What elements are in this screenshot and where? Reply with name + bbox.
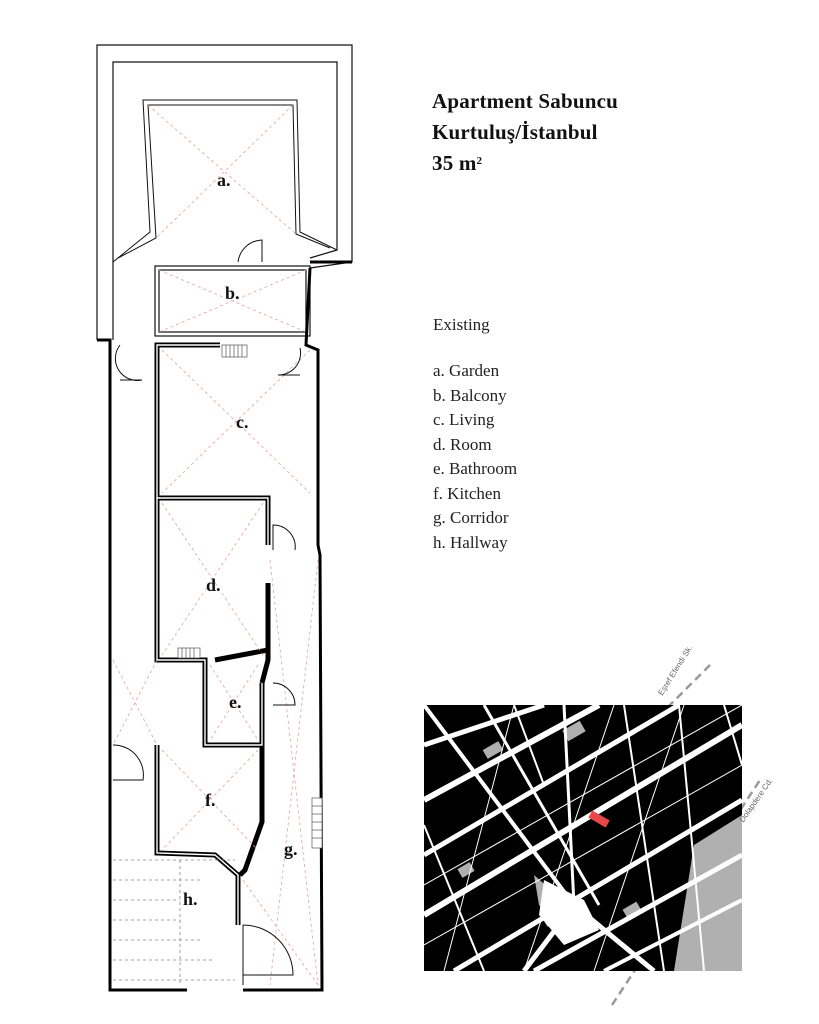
project-area: 35 m2 (432, 148, 618, 179)
legend-heading: Existing (433, 315, 490, 334)
room-label-d: d. (206, 575, 221, 595)
legend-item: a. Garden (433, 361, 500, 380)
balcony-diagonals (158, 269, 307, 333)
door-swings (112, 239, 302, 985)
room-label-e: e. (229, 692, 242, 712)
legend-item: c. Living (433, 410, 495, 429)
room-label-a: a. (217, 170, 231, 190)
legend-item: e. Bathroom (433, 459, 518, 478)
title-block: Apartment Sabuncu Kurtuluş/İstanbul 35 m… (432, 86, 618, 179)
balcony-area (154, 265, 311, 337)
room-legend: Existing a. Garden b. Balcony c. Living … (433, 315, 517, 555)
interior-walls-inner (156, 344, 269, 925)
exterior-walls (97, 260, 352, 992)
project-title: Apartment Sabuncu (432, 89, 619, 113)
site-map-graphic (424, 705, 742, 971)
site-location-marker (588, 810, 610, 828)
room-label-h: h. (183, 889, 198, 909)
area-superscript: 2 (476, 155, 483, 167)
garden-area (96, 44, 353, 340)
radiators (177, 344, 323, 849)
garden-diagonals (147, 104, 297, 239)
stair-lines (113, 859, 235, 985)
map-streets (424, 705, 742, 971)
map-thin-streets (424, 705, 742, 971)
area-value: 35 m (432, 151, 477, 175)
room-label-b: b. (225, 283, 240, 303)
legend-item: d. Room (433, 434, 492, 454)
room-label-c: c. (236, 412, 249, 432)
legend-item: b. Balcony (433, 385, 507, 405)
legend-item: f. Kitchen (433, 483, 501, 503)
room-labels: a. b. c. d. e. f. g. h. (183, 170, 298, 909)
map-plaza (539, 880, 599, 945)
site-map (424, 705, 742, 971)
legend-item: g. Corridor (433, 508, 509, 527)
room-label-f: f. (205, 790, 216, 810)
room-diagonals (112, 349, 319, 986)
room-label-g: g. (284, 839, 298, 859)
project-location: Kurtuluş/İstanbul (432, 120, 598, 144)
legend-item: h. Hallway (433, 532, 508, 552)
